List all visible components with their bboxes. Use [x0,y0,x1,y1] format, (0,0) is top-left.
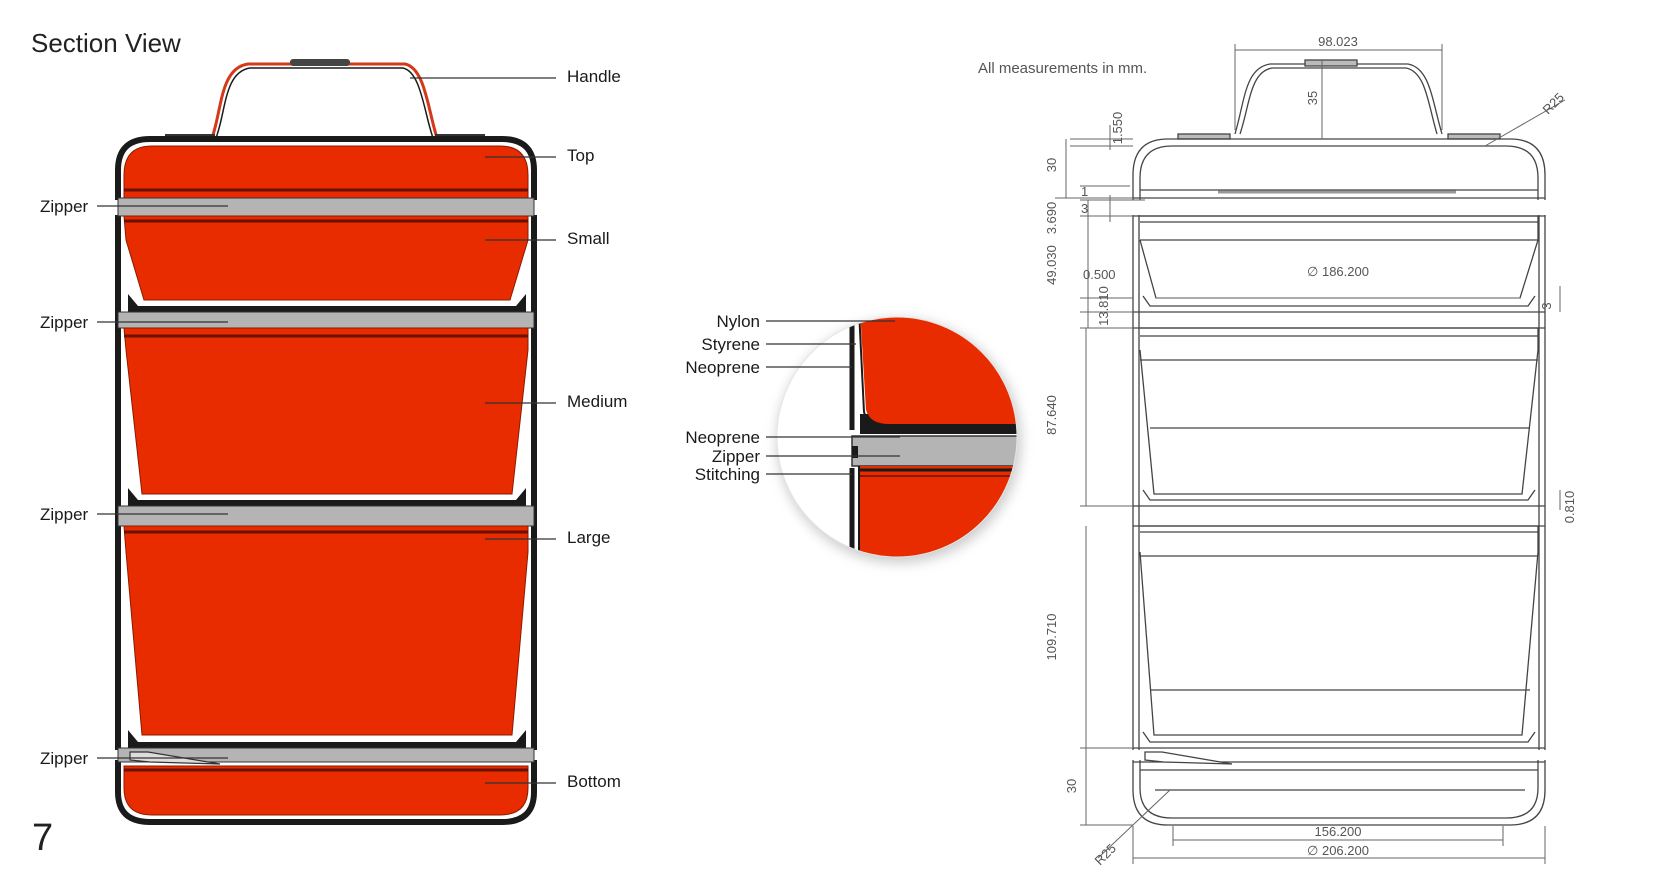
dim-109710: 109.710 [1044,614,1059,661]
zipper-band-3 [117,505,535,527]
label-stitching: Stitching [695,465,760,484]
dim-0500: 0.500 [1083,267,1116,282]
label-zipper-1: Zipper [40,197,89,216]
zipper-band-1 [117,197,535,217]
label-zipper-detail: Zipper [712,447,761,466]
label-neoprene-1: Neoprene [685,358,760,377]
page-title: Section View [31,28,181,58]
dim-dia-186: ∅ 186.200 [1307,264,1369,279]
label-styrene: Styrene [701,335,760,354]
label-bottom: Bottom [567,772,621,791]
handle-shape [165,59,485,140]
dim-handle-height: 35 [1305,91,1320,105]
dim-radius-top: R25 [1540,90,1567,117]
bottom-compartment [123,765,529,816]
dim-radius-bottom: R25 [1092,841,1119,868]
label-zipper-2: Zipper [40,313,89,332]
dim-49030: 49.030 [1044,245,1059,285]
label-neoprene-2: Neoprene [685,428,760,447]
label-medium: Medium [567,392,627,411]
dim-dia-206: ∅ 206.200 [1307,843,1369,858]
dim-13810: 13.810 [1096,286,1111,326]
label-zipper-3: Zipper [40,505,89,524]
page-number: 7 [32,817,53,859]
measurement-note: All measurements in mm. [978,60,1147,77]
label-zipper-4: Zipper [40,749,89,768]
dim-width-156: 156.200 [1315,824,1362,839]
small-compartment [123,215,529,301]
medium-compartment [123,327,529,495]
dim-3: 3 [1081,201,1088,216]
top-compartment [123,145,529,199]
dim-30-bottom: 30 [1064,779,1079,793]
dim-width-top: 98.023 [1318,34,1358,49]
dim-87640: 87.640 [1044,395,1059,435]
label-nylon: Nylon [717,312,760,331]
label-top: Top [567,146,594,165]
zipper-band-2 [117,311,535,329]
dim-3690: 3.690 [1044,202,1059,235]
label-small: Small [567,229,610,248]
label-large: Large [567,528,610,547]
dim-0810: 0.810 [1562,491,1577,524]
technical-drawing [1132,59,1546,826]
dim-3-right: 3 [1539,302,1554,309]
label-handle: Handle [567,67,621,86]
large-compartment [123,525,529,736]
dim-1: 1 [1081,184,1088,199]
outer-shell [115,136,537,825]
dim-30-top: 30 [1044,158,1059,172]
dim-1550: 1.550 [1110,112,1125,145]
